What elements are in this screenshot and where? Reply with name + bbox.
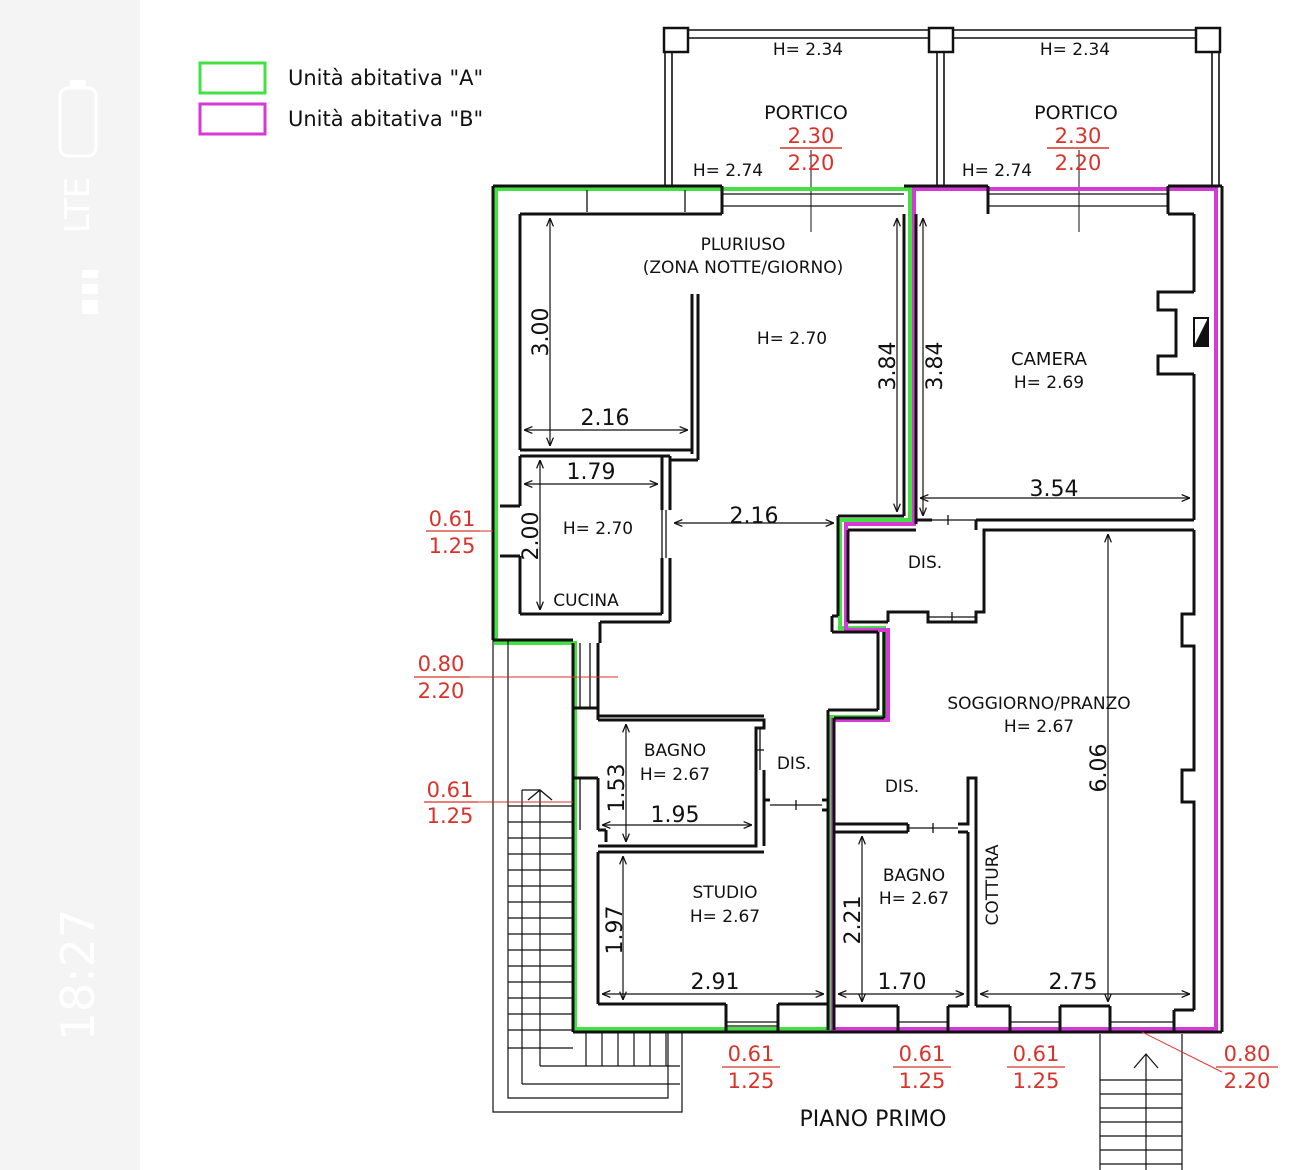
opening-den: 2.20 <box>1224 1069 1271 1093</box>
battery-icon <box>58 80 98 158</box>
stairs-right <box>1099 1034 1183 1170</box>
dim-bagno-a-width: 1.95 <box>651 803 700 828</box>
opening-den: 1.25 <box>429 534 476 558</box>
dim-pluriuso-height: 3.00 <box>529 308 554 357</box>
opening-num: 0.61 <box>427 778 474 802</box>
opening-den: 1.25 <box>899 1069 946 1093</box>
room-dis-top-name: DIS. <box>908 553 942 573</box>
dim-pluriuso-width: 2.16 <box>581 406 630 431</box>
dim-pluriuso-right-height: 3.84 <box>876 342 901 391</box>
opening-num: 0.61 <box>899 1042 946 1066</box>
portico-right-opening-num: 2.30 <box>1055 124 1102 148</box>
room-bagno-b-height: H= 2.67 <box>879 889 949 909</box>
portico-left-opening-den: 2.20 <box>788 151 835 175</box>
opening-den: 1.25 <box>427 804 474 828</box>
room-bagno-a-height: H= 2.67 <box>640 765 710 785</box>
opening-num: 0.61 <box>728 1042 775 1066</box>
room-soggiorno-height: H= 2.67 <box>1004 717 1074 737</box>
unit-b-outline <box>831 187 1218 1031</box>
opening-den: 2.20 <box>418 679 465 703</box>
room-pluriuso-height: H= 2.70 <box>757 329 827 349</box>
room-dis-a-name: DIS. <box>777 754 811 774</box>
legend: Unità abitativa "A" Unità abitativa "B" <box>198 61 483 136</box>
room-pluriuso-sub: (ZONA NOTTE/GIORNO) <box>643 258 844 278</box>
portico-label-left: PORTICO <box>764 102 848 124</box>
room-studio-name: STUDIO <box>692 883 757 903</box>
room-studio-height: H= 2.67 <box>690 907 760 927</box>
room-cottura-name: COTTURA <box>983 844 1003 925</box>
opening-num: 0.80 <box>418 652 465 676</box>
room-cucina-height: H= 2.70 <box>563 519 633 539</box>
room-camera-height: H= 2.69 <box>1014 373 1084 393</box>
dim-bagno-a-height: 1.53 <box>605 764 630 813</box>
opening-fraction-left-2: 0.80 2.20 <box>418 652 465 703</box>
dim-camera-width: 3.54 <box>1030 477 1079 502</box>
portico-left-opening-num: 2.30 <box>788 124 835 148</box>
pillar <box>662 26 690 54</box>
dim-camera-height: 3.84 <box>923 342 948 391</box>
portico-height-side-left: H= 2.74 <box>693 161 763 181</box>
dim-studio-width: 2.91 <box>691 970 740 995</box>
dim-soggiorno-height: 6.06 <box>1087 744 1112 793</box>
opening-fraction-left-3: 0.61 1.25 <box>427 778 474 828</box>
dim-corridor-width: 2.16 <box>730 504 779 529</box>
room-soggiorno-name: SOGGIORNO/PRANZO <box>947 694 1130 714</box>
opening-num: 0.61 <box>429 507 476 531</box>
opening-fraction-bottom-1: 0.61 1.25 <box>722 1042 780 1093</box>
chimney-box <box>1193 317 1209 347</box>
legend-label-a: Unità abitativa "A" <box>288 66 483 90</box>
legend-swatch-a <box>198 61 267 95</box>
room-bagno-a-name: BAGNO <box>644 741 706 761</box>
signal-icon <box>82 270 98 314</box>
dim-cottura-width: 2.75 <box>1049 970 1098 995</box>
portico-height-top-left: H= 2.34 <box>773 40 843 60</box>
leader-lines <box>414 530 1223 1073</box>
opening-den: 1.25 <box>1013 1069 1060 1093</box>
legend-swatch-b <box>198 102 267 136</box>
dim-bagno-b-height: 2.21 <box>841 896 866 945</box>
dimension-lines <box>524 218 1190 1002</box>
legend-label-b: Unità abitativa "B" <box>288 107 483 131</box>
pillar <box>927 26 955 54</box>
room-cucina-name: CUCINA <box>553 591 619 611</box>
openings-lines <box>579 190 1174 1027</box>
opening-fraction-bottom-4: 0.80 2.20 <box>1216 1042 1278 1093</box>
stairs-left <box>492 640 683 1113</box>
room-bagno-b-name: BAGNO <box>883 866 945 886</box>
dim-cucina-height: 2.00 <box>519 512 544 561</box>
status-bar: LTE 18:27 <box>0 0 140 1170</box>
opening-num: 0.80 <box>1224 1042 1271 1066</box>
portico-height-side-right: H= 2.74 <box>962 161 1032 181</box>
portico-label-right: PORTICO <box>1034 102 1118 124</box>
opening-fraction-bottom-3: 0.61 1.25 <box>1007 1042 1065 1093</box>
status-icons <box>58 80 98 314</box>
room-camera-name: CAMERA <box>1011 349 1088 370</box>
dim-bagno-b-width: 1.70 <box>878 970 927 995</box>
portico-height-top-right: H= 2.34 <box>1040 40 1110 60</box>
dim-cucina-width: 1.79 <box>567 460 616 485</box>
opening-fraction-bottom-2: 0.61 1.25 <box>893 1042 951 1093</box>
chimney-mark <box>1194 318 1208 346</box>
room-pluriuso-name: PLURIUSO <box>701 235 786 255</box>
dim-studio-height: 1.97 <box>603 906 628 955</box>
porticoes <box>662 26 1222 232</box>
plan-title: PIANO PRIMO <box>800 1107 947 1132</box>
opening-num: 0.61 <box>1013 1042 1060 1066</box>
opening-den: 1.25 <box>728 1069 775 1093</box>
portico-right-opening-den: 2.20 <box>1055 151 1102 175</box>
room-dis-b-name: DIS. <box>885 777 919 797</box>
opening-fraction-left-1: 0.61 1.25 <box>429 507 476 558</box>
pillar <box>1194 26 1222 54</box>
